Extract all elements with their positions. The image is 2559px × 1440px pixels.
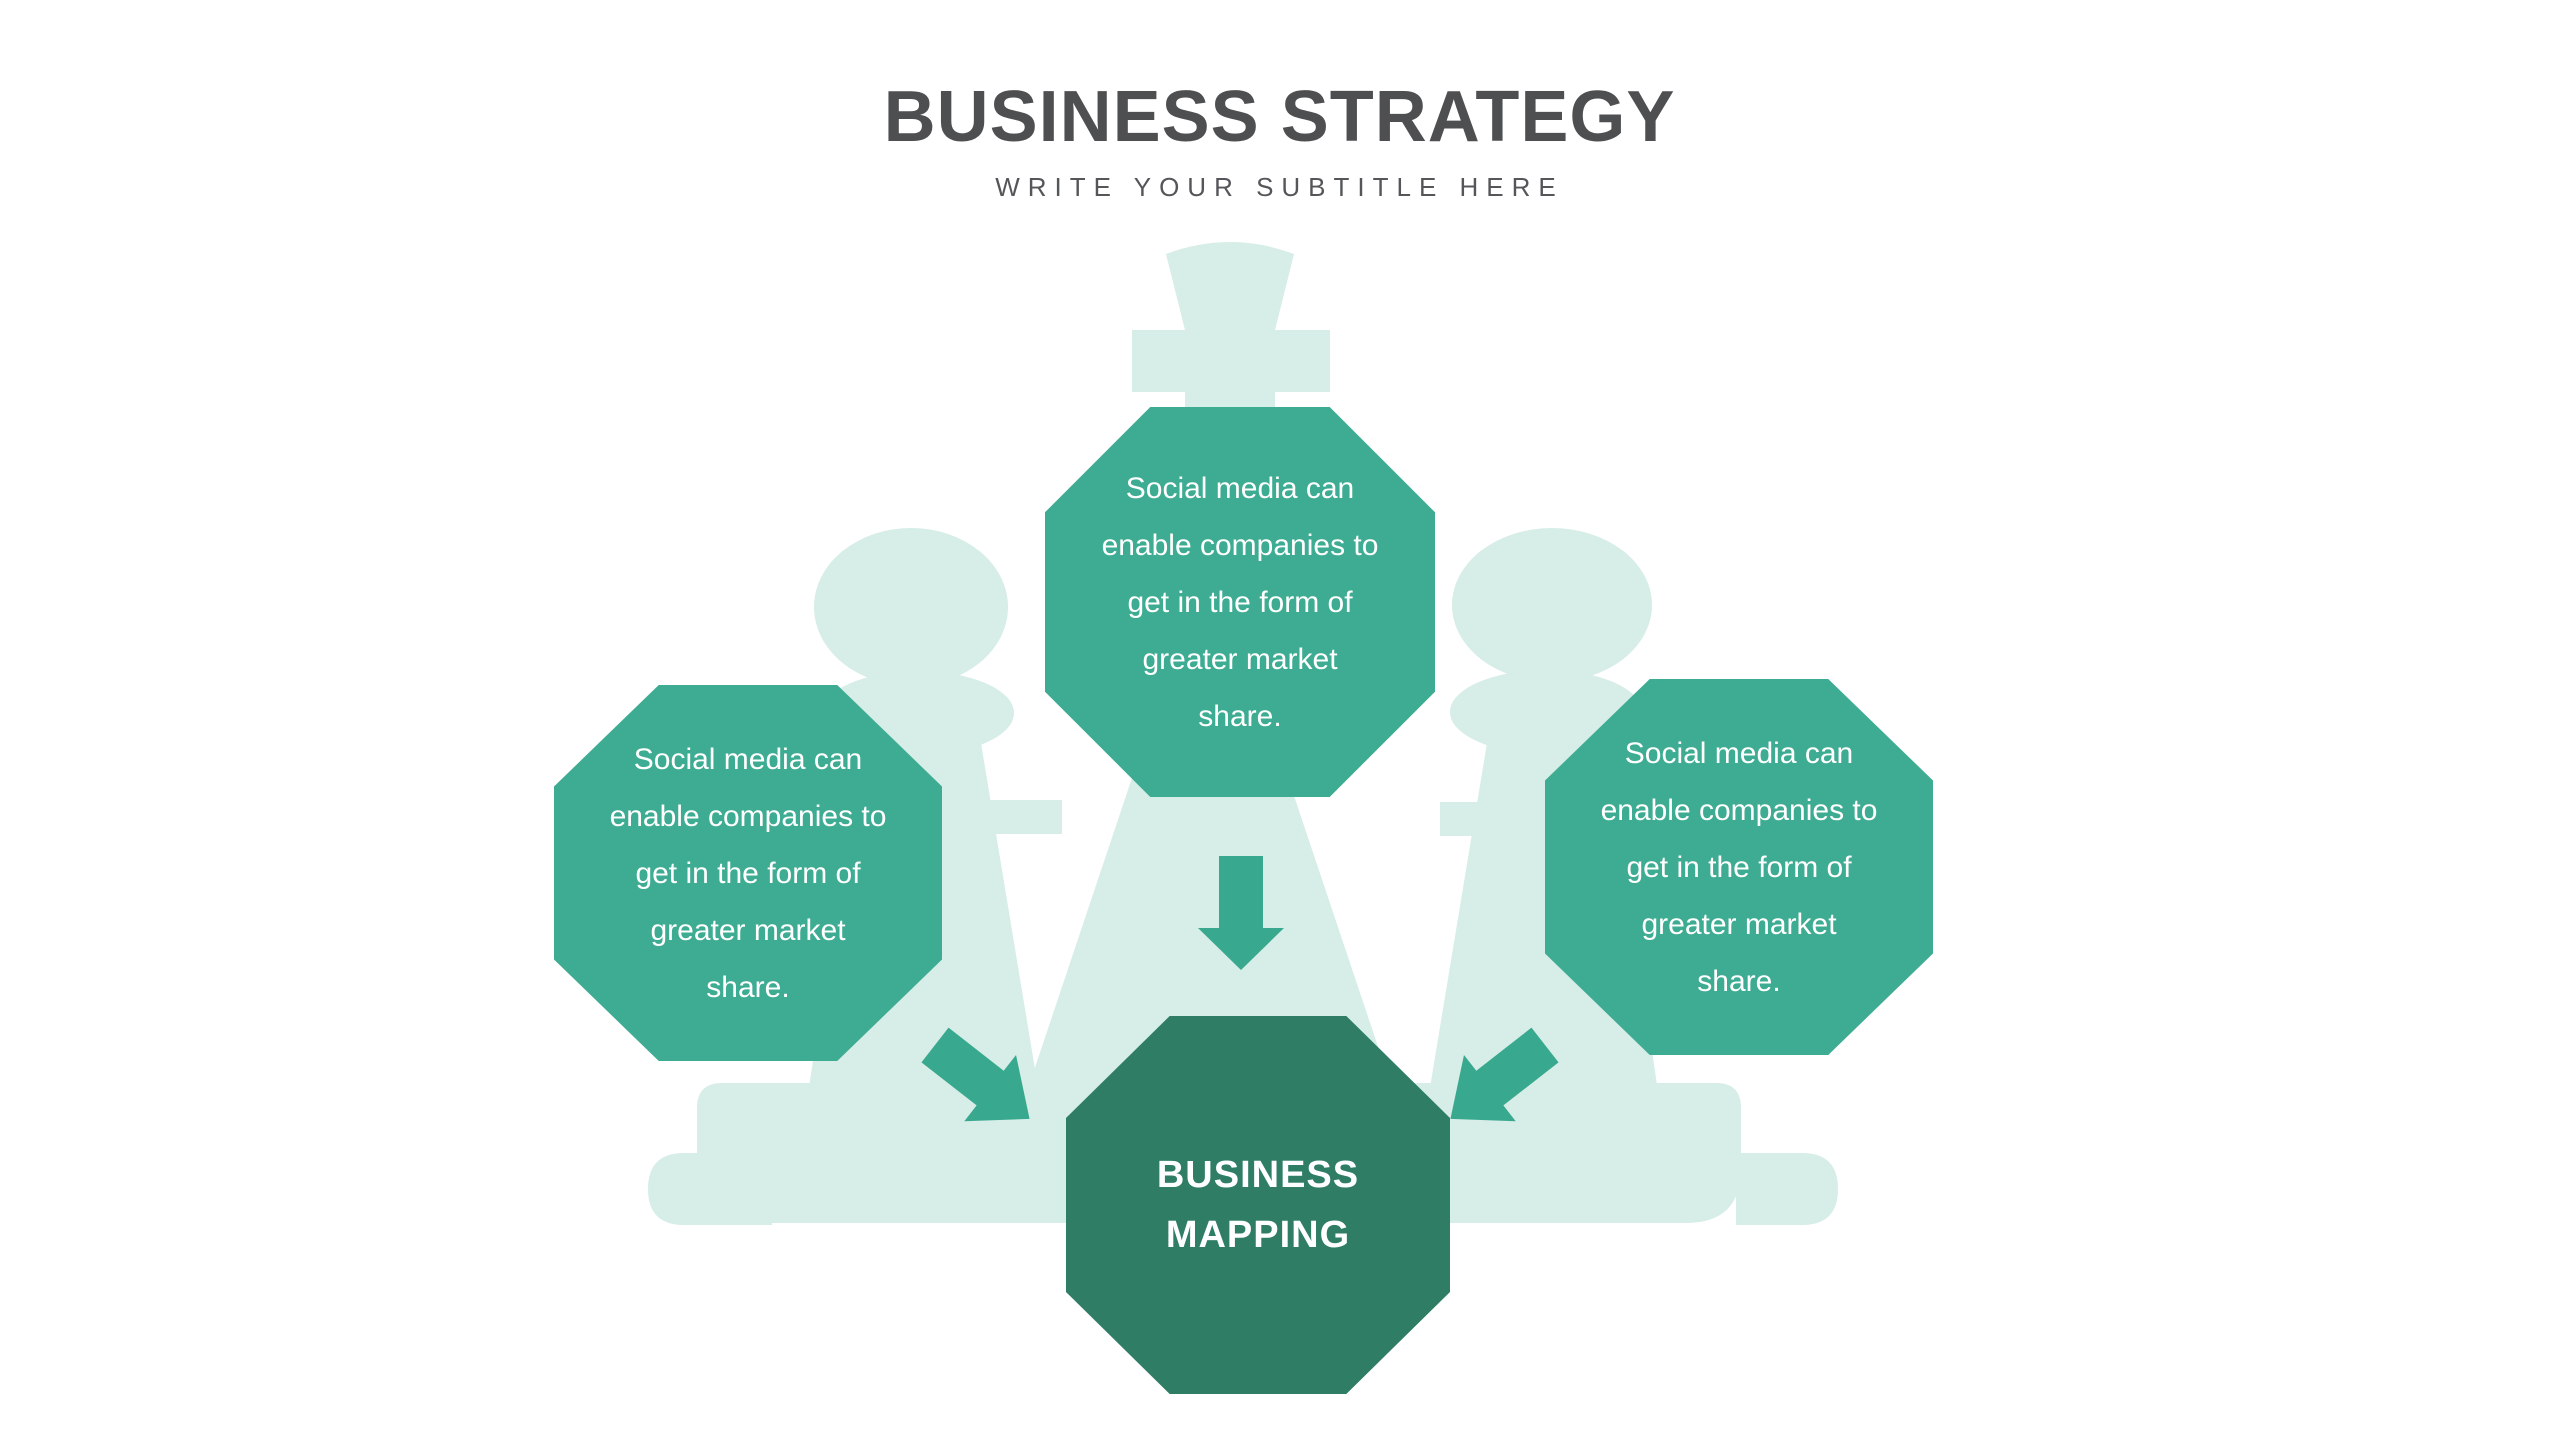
octagon-center: BUSINESS MAPPING [1066,1016,1450,1394]
octagon-top: Social media can enable companies to get… [1045,407,1435,797]
page-title: BUSINESS STRATEGY [883,77,1676,157]
octagon-center-label: BUSINESS MAPPING [1156,1154,1360,1256]
octagon-top-text: Social media can enable companies to get… [1101,471,1379,733]
arrow-down-left-icon [1450,1027,1559,1122]
octagon-left-text: Social media can enable companies to get… [609,742,887,1004]
arrow-down-right-icon [921,1027,1030,1122]
octagon-right: Social media can enable companies to get… [1545,679,1933,1055]
page-subtitle: WRITE YOUR SUBTITLE HERE [995,172,1564,202]
octagon-right-text: Social media can enable companies to get… [1600,736,1878,998]
octagon-left: Social media can enable companies to get… [554,685,942,1061]
arrow-down-icon [1198,856,1284,970]
chess-pawn-right-icon [1418,528,1668,1160]
